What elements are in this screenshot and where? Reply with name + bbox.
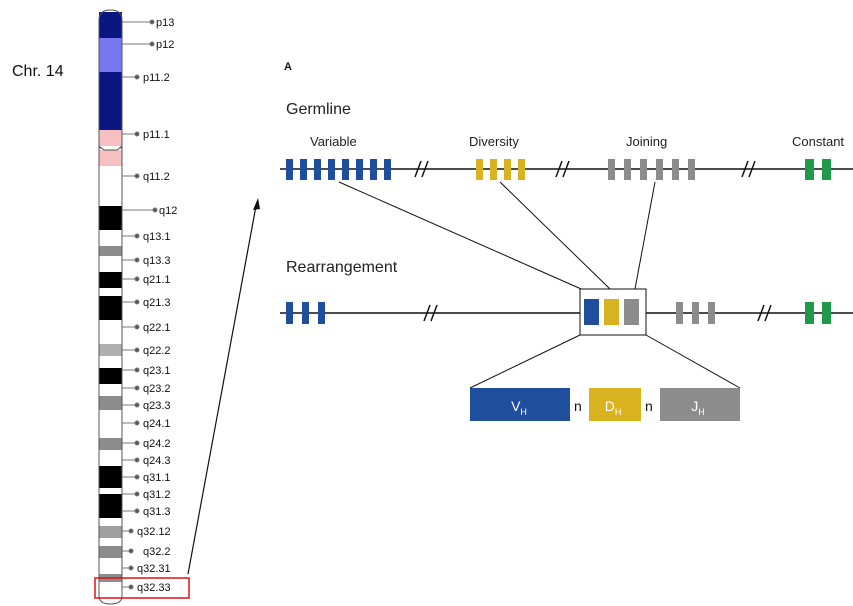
band-label: q32.31 <box>137 563 171 575</box>
germline-variable-segments <box>286 159 391 180</box>
chromosome-outline-q-arm <box>98 148 123 605</box>
band-q31-1 <box>99 466 122 488</box>
band-q22-1 <box>99 320 122 344</box>
n-nucleotides-2: n <box>645 398 653 414</box>
vh-label: VH <box>511 398 527 417</box>
band-p13 <box>99 12 122 38</box>
band-q21-2 <box>99 288 122 296</box>
vdj-product: VH n DH n JH <box>470 388 740 421</box>
diversity-label: Diversity <box>469 134 519 149</box>
band-label: q23.1 <box>143 365 171 377</box>
jh-block <box>660 388 740 421</box>
band-label: q31.2 <box>143 489 171 501</box>
band-label: q11.2 <box>143 171 170 183</box>
band-q21-3 <box>99 296 122 320</box>
band-label-highlighted: q32.33 <box>137 582 171 594</box>
band-q13-2 <box>99 246 122 256</box>
band-label: p11.2 <box>143 72 170 84</box>
band-q23-3 <box>99 396 122 410</box>
centromere <box>98 145 123 151</box>
band-q22-3 <box>99 356 122 368</box>
band-q13-1 <box>99 230 122 246</box>
panel-letter: A <box>284 61 292 73</box>
pointer-arrow-line <box>187 205 257 575</box>
band-q32-13 <box>99 538 122 546</box>
band-labels: p13 p12 p11.2 p11.1 q11.2 q12 q13.1 q13.… <box>137 17 177 594</box>
band-leader-lines <box>122 19 158 590</box>
band-label: q23.3 <box>143 400 171 412</box>
germline-title: Germline <box>286 101 351 118</box>
germline-diversity-segments <box>476 159 525 180</box>
variable-label: Variable <box>310 134 357 149</box>
joining-label: Joining <box>626 134 667 149</box>
band-q21-1 <box>99 272 122 288</box>
band-label: q21.1 <box>143 274 171 286</box>
expansion-lines <box>469 334 741 389</box>
band-q31-3 <box>99 494 122 518</box>
band-label: q12 <box>159 205 177 217</box>
band-label: q24.1 <box>143 418 171 430</box>
rearranged-break-marks <box>423 304 772 322</box>
band-p11-2 <box>99 72 122 130</box>
band-label: q13.3 <box>143 255 171 267</box>
band-q22-2 <box>99 344 122 356</box>
band-q24-3 <box>99 450 122 466</box>
constant-label: Constant <box>792 134 844 149</box>
band-q13-3 <box>99 256 122 272</box>
band-p12 <box>99 38 122 72</box>
band-label: q32.12 <box>137 526 171 538</box>
jh-label: JH <box>691 398 705 417</box>
pointer-arrowhead <box>253 198 260 210</box>
band-q23-1 <box>99 368 122 384</box>
band-q12 <box>99 206 122 230</box>
band-label: q13.1 <box>143 231 171 243</box>
junction-d-segment <box>604 299 619 325</box>
chromosome-ideogram <box>98 9 123 605</box>
band-q24-1 <box>99 410 122 438</box>
rearranged-constant-segments <box>805 302 831 324</box>
band-q11-2-cen <box>99 150 122 166</box>
chromosome-label: Chr. 14 <box>12 63 64 80</box>
band-label: q22.1 <box>143 322 171 334</box>
rearrangement-title: Rearrangement <box>286 259 398 276</box>
chromosome-outline-p-arm <box>98 9 123 149</box>
band-label: q24.3 <box>143 455 171 467</box>
band-q32-12 <box>99 526 122 538</box>
band-p11-1 <box>99 130 122 146</box>
rearranged-joining-segments <box>676 302 715 324</box>
band-label: q32.2 <box>143 546 171 558</box>
band-label: p11.1 <box>143 129 170 141</box>
band-q11-2 <box>99 166 122 206</box>
rearrangement-guide-lines <box>338 181 656 293</box>
band-q32-33 <box>99 582 122 602</box>
band-label: q24.2 <box>143 438 171 450</box>
dh-label: DH <box>605 398 622 417</box>
band-label: q21.3 <box>143 297 171 309</box>
band-label: q23.2 <box>143 383 171 395</box>
germline-constant-segments <box>805 159 831 180</box>
band-q24-2 <box>99 438 122 450</box>
germline-joining-segments <box>608 159 695 180</box>
band-q31-2 <box>99 488 122 494</box>
rearranged-variable-segments <box>286 302 325 324</box>
band-q32-11 <box>99 518 122 526</box>
band-q32-31 <box>99 558 122 574</box>
junction-v-segment <box>584 299 599 325</box>
band-label: q22.2 <box>143 345 171 357</box>
junction-j-segment <box>624 299 639 325</box>
band-q32-2 <box>99 546 122 558</box>
band-q23-2 <box>99 384 122 396</box>
highlight-box <box>94 577 190 599</box>
band-label: q31.1 <box>143 472 171 484</box>
band-label: p13 <box>156 17 174 29</box>
n-nucleotides-1: n <box>574 398 582 414</box>
germline-break-marks <box>414 160 756 178</box>
band-label: q31.3 <box>143 506 171 518</box>
vh-block <box>470 388 570 421</box>
dh-block <box>589 388 641 421</box>
band-label: p12 <box>156 39 174 51</box>
